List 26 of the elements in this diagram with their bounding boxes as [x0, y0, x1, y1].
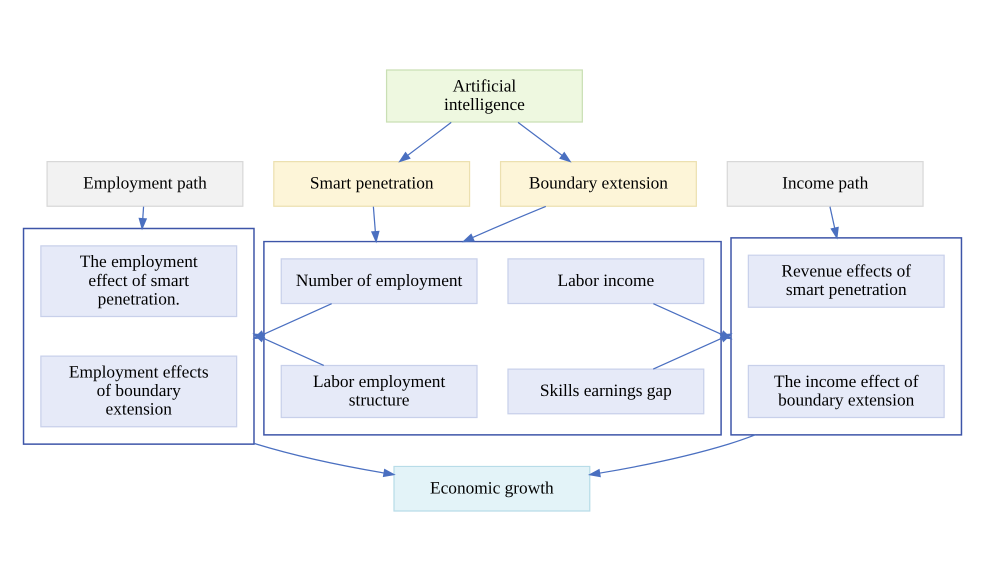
arrow: [398, 121, 452, 162]
arrow: [462, 205, 546, 242]
node-box: Skills earnings gap: [507, 368, 704, 414]
node-box: Income path: [726, 160, 924, 206]
arrow: [829, 206, 839, 240]
node-box: Labor employment structure: [280, 364, 478, 418]
node-box: Artificial intelligence: [386, 68, 583, 122]
node-box: Economic growth: [393, 465, 590, 512]
arrow: [370, 206, 380, 243]
node-box: Smart penetration: [273, 160, 470, 206]
arrow: [652, 332, 733, 370]
node-box: Revenue effects of smart penetration: [748, 254, 945, 308]
node-box: Boundary extension: [500, 160, 697, 206]
arrow: [252, 332, 324, 366]
node-box: Employment effects of boundary extension: [40, 355, 238, 427]
arrow: [588, 434, 756, 477]
arrow: [254, 442, 396, 477]
node-box: The employment effect of smart penetration.: [40, 244, 238, 317]
node-box: Labor income: [507, 258, 704, 304]
arrow: [518, 121, 572, 162]
cluster: [22, 227, 255, 444]
arrow: [138, 206, 148, 230]
node-box: Number of employment: [280, 258, 478, 304]
node-box: Employment path: [46, 160, 244, 206]
cluster: [730, 236, 962, 436]
node-box: The income effect of boundary extension: [748, 364, 945, 418]
